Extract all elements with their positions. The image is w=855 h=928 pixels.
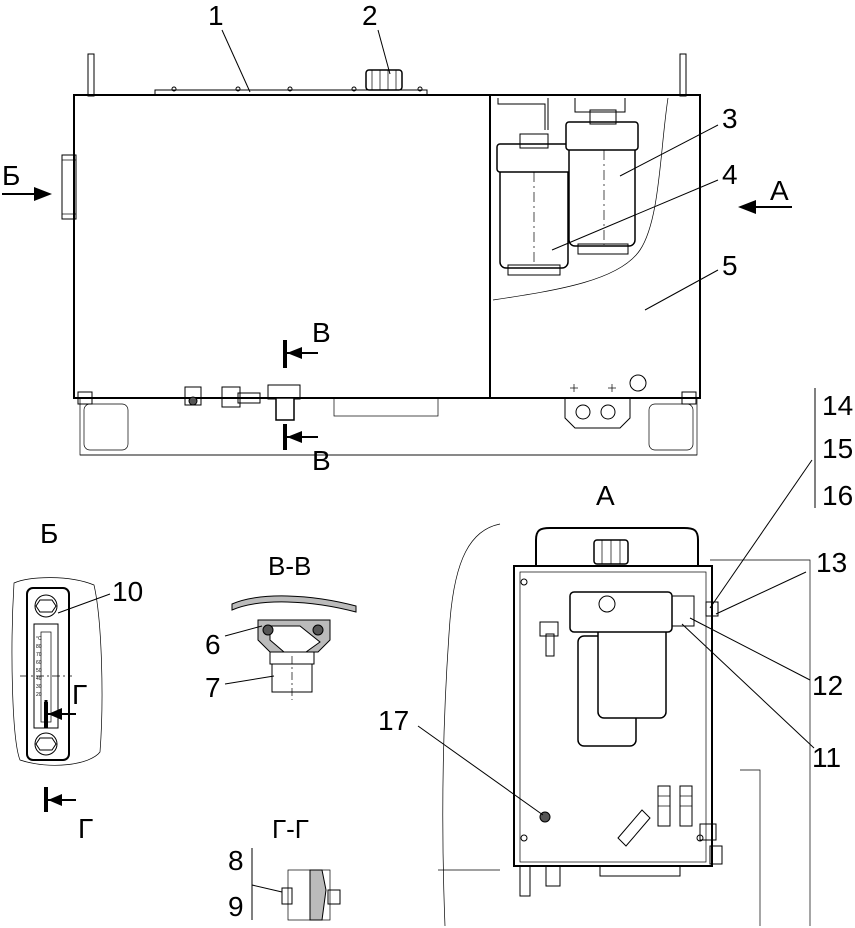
drain-plate: [564, 374, 647, 429]
callout-4: 4: [722, 159, 738, 190]
callout-7: 7: [205, 672, 221, 703]
section-gg: [251, 848, 341, 921]
callout-9: 9: [228, 891, 244, 922]
callout-13: 13: [816, 547, 847, 578]
filler-cap: [365, 69, 403, 91]
filter-housing-left: [496, 133, 572, 276]
callout-3: 3: [722, 103, 738, 134]
main-view: [2, 29, 792, 456]
callout-1: 1: [208, 0, 224, 31]
side-level-gauge: [61, 154, 77, 220]
callout-10: 10: [112, 576, 143, 607]
view-a-title: А: [596, 480, 615, 511]
arrow-a-label: А: [770, 175, 789, 206]
gauge-unit: °C: [36, 636, 42, 642]
callout-15: 15: [822, 433, 853, 464]
leader-lines: [221, 29, 719, 311]
callout-8: 8: [228, 845, 244, 876]
callout-14: 14: [822, 390, 853, 421]
view-b-title: Б: [40, 518, 58, 549]
view-arrows: [2, 187, 792, 214]
filter-housing-right: [565, 109, 639, 255]
cutaway-outline: [492, 97, 669, 301]
section-vv: [224, 595, 357, 700]
arrow-b-label: Б: [2, 160, 20, 191]
section-v-marks: [283, 340, 318, 450]
gauge-tick-40: 40: [36, 676, 42, 682]
callout-16: 16: [822, 480, 853, 511]
callout-6: 6: [205, 629, 221, 660]
callout-12: 12: [812, 670, 843, 701]
callout-2: 2: [362, 0, 378, 31]
section-g-bottom-label: Г: [78, 813, 93, 844]
tank-lid: [154, 89, 428, 96]
view-b: °C 80 70 60 50 40 30 20: [11, 577, 111, 812]
section-g-top-label: Г: [72, 679, 87, 710]
section-v-bottom-label: В: [312, 445, 331, 476]
section-gg-title: Г-Г: [272, 814, 309, 844]
gauge-tick-70: 70: [36, 652, 42, 658]
bottom-fittings: [77, 384, 697, 421]
gauge-tick-50: 50: [36, 668, 42, 674]
callout-5: 5: [722, 250, 738, 281]
section-vv-title: В-В: [268, 551, 311, 581]
gauge-tick-80: 80: [36, 644, 42, 650]
gauge-tick-60: 60: [36, 660, 42, 666]
gauge-tick-20: 20: [36, 692, 42, 698]
filter-piping: [497, 98, 626, 130]
callout-11: 11: [812, 742, 841, 773]
section-v-top-label: В: [312, 317, 331, 348]
callout-17: 17: [378, 705, 409, 736]
view-a: [417, 459, 815, 927]
gauge-tick-30: 30: [36, 684, 42, 690]
